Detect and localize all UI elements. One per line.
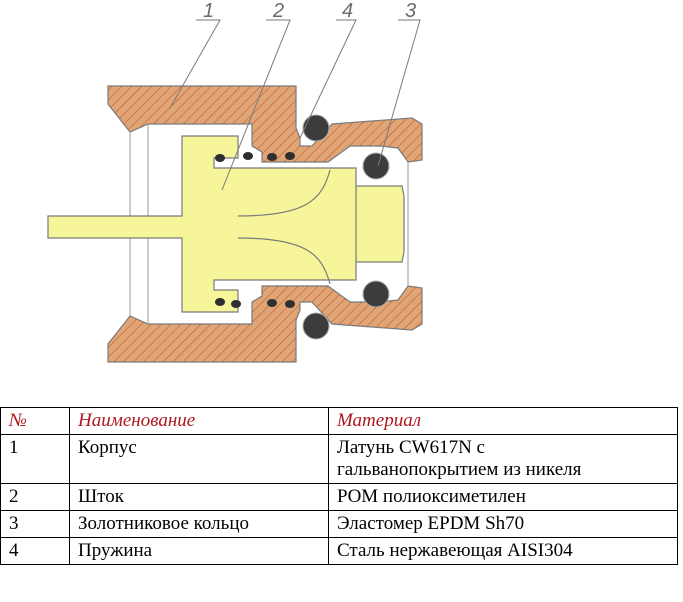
table-row: 2 Шток POM полиоксиметилен	[0, 483, 678, 511]
row-material-line: Латунь CW617N с	[337, 437, 485, 458]
oring-body-top	[302, 114, 330, 142]
stem-arc	[237, 169, 331, 285]
row-number: 2	[0, 483, 70, 511]
table-header-row: № Наименование Материал	[0, 407, 678, 435]
row-material: Эластомер EPDM Sh70	[328, 510, 678, 538]
row-name: Корпус	[69, 434, 329, 484]
row-name: Золотниковое кольцо	[69, 510, 329, 538]
row-material: POM полиоксиметилен	[328, 483, 678, 511]
table-row: 1 Корпус Латунь CW617N с гальванопокрыти…	[0, 434, 678, 484]
seal-ring-bottom	[362, 280, 390, 308]
row-material: Латунь CW617N с гальванопокрытием из ник…	[328, 434, 678, 484]
row-material-line: гальванопокрытием из никеля	[337, 459, 582, 480]
callout-leaders	[169, 19, 421, 191]
row-material: Сталь нержавеющая AISI304	[328, 537, 678, 565]
stem	[47, 135, 405, 313]
row-number: 3	[0, 510, 70, 538]
header-name: Наименование	[69, 407, 329, 435]
parts-table: № Наименование Материал 1 Корпус Латунь …	[0, 407, 678, 565]
header-material: Материал	[328, 407, 678, 435]
row-number: 4	[0, 537, 70, 565]
table-row: 3 Золотниковое кольцо Эластомер EPDM Sh7…	[0, 510, 678, 538]
body-lower	[107, 285, 423, 363]
spring-upper	[215, 152, 295, 162]
row-name: Пружина	[69, 537, 329, 565]
row-number: 1	[0, 434, 70, 484]
callout-1: 1	[203, 0, 214, 22]
valve-section-drawing: 1 2 4 3	[47, 0, 423, 363]
spring-lower	[215, 298, 295, 308]
callout-3: 3	[405, 0, 416, 22]
oring-body-bottom	[302, 312, 330, 340]
seal-ring-top	[362, 152, 390, 180]
callout-4: 4	[342, 0, 353, 22]
body-upper	[107, 85, 423, 163]
callout-2: 2	[272, 0, 284, 22]
header-number: №	[0, 407, 70, 435]
row-name: Шток	[69, 483, 329, 511]
table-row: 4 Пружина Сталь нержавеющая AISI304	[0, 537, 678, 565]
